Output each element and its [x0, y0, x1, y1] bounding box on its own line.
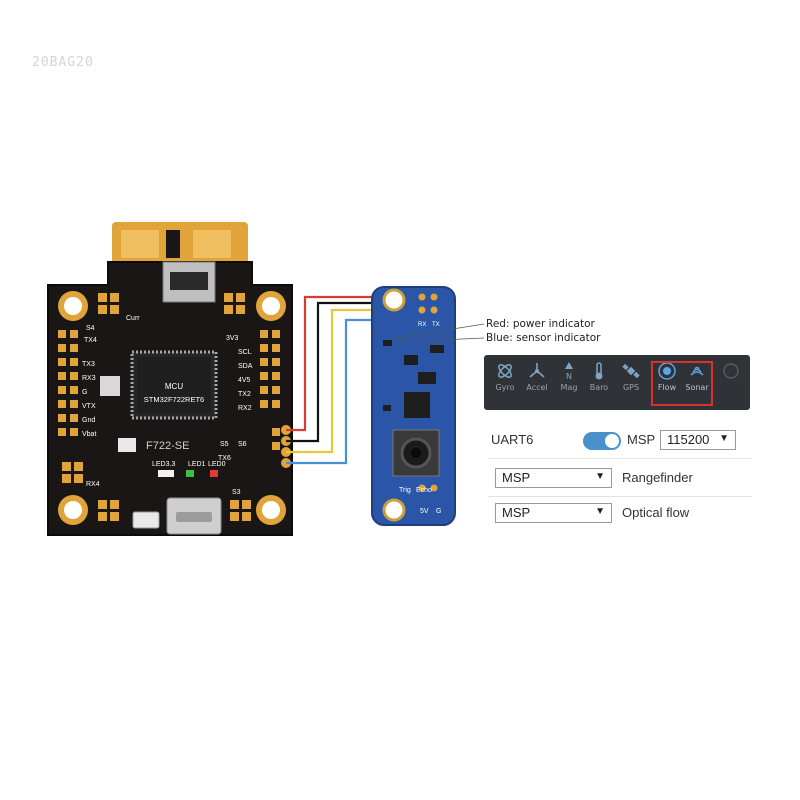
uart-label: UART6 [491, 432, 534, 447]
sensor-label: GPS [622, 383, 640, 392]
pin-label: SDA [238, 363, 253, 370]
sensor-sonar[interactable]: Sonar [682, 359, 712, 405]
sensor-gps[interactable]: GPS [616, 359, 646, 405]
rangefinder-label: Rangefinder [622, 470, 693, 485]
circle-icon [723, 363, 739, 379]
pin-label: 3V3 [226, 335, 239, 342]
baud-rate-value: 115200 [667, 432, 710, 447]
gps-icon [622, 363, 640, 379]
pin-label: TX2 [238, 391, 251, 398]
sonar-icon [690, 366, 704, 376]
sensor-label: Mag [560, 383, 578, 392]
msp-toggle[interactable] [583, 432, 621, 450]
sensor-flow[interactable]: Flow [652, 359, 682, 405]
pin-label: Gnd [82, 417, 95, 424]
chevron-down-icon: ▼ [595, 471, 605, 482]
sensor-extra [716, 359, 746, 405]
camera-sensor [392, 429, 440, 477]
sensor-label: Sonar [685, 383, 709, 392]
accel-icon [529, 363, 545, 378]
svg-text:N: N [566, 372, 572, 381]
module-pin-label: RX [418, 322, 426, 328]
pin-label: G [82, 389, 87, 396]
pin-label: Curr [126, 315, 140, 322]
sensor-indicator-note: Blue: sensor indicator [486, 332, 601, 344]
mcu-chip [130, 350, 218, 420]
pin-label: S5 [220, 441, 229, 448]
mag-icon: N [565, 362, 573, 381]
wire-red [286, 295, 420, 432]
pin-label: RX3 [82, 375, 96, 382]
mcu-label: MCU [165, 382, 183, 391]
pin-label: Vbat [82, 431, 96, 438]
led-label: LED3.3 [152, 461, 175, 468]
msp-label: MSP [627, 432, 656, 447]
battery-pads [112, 222, 248, 266]
watermark: 20BAG20 [32, 55, 94, 70]
chevron-down-icon: ▼ [595, 506, 605, 517]
optical-flow-value: MSP [502, 505, 531, 520]
module-pin-label: 5V [420, 508, 429, 515]
pin-label: 4V5 [238, 377, 251, 384]
wire-black [286, 301, 420, 443]
pin-label: TX3 [82, 361, 95, 368]
module-pin-label: Echo [416, 487, 432, 494]
right-pad-grid [260, 330, 280, 450]
flow-icon [658, 362, 676, 380]
mount-hole [58, 291, 286, 525]
sensor-toolbar: Gyro Accel N Mag Baro GPS [484, 355, 750, 410]
led-label: LED0 [208, 461, 226, 468]
led-label: LED1 [188, 461, 206, 468]
usb-port [166, 497, 222, 535]
pin-label: TX6 [218, 455, 231, 462]
mcu-part-label: STM32F722RET6 [144, 395, 204, 404]
power-indicator-note: Red: power indicator [486, 318, 595, 330]
baud-rate-select[interactable]: 115200 ▼ [660, 430, 736, 450]
sensor-gyro[interactable]: Gyro [490, 359, 520, 405]
flow-sonar-highlight [651, 361, 713, 406]
divider [488, 458, 752, 459]
module-pin-label: G [436, 508, 441, 515]
divider [488, 496, 752, 497]
pin-label: RX4 [86, 481, 100, 488]
module-pin-label: Trig [399, 487, 411, 494]
gyro-icon [498, 364, 512, 378]
pin-label: SCL [238, 349, 252, 356]
sensor-label: Accel [526, 383, 548, 392]
pin-label: S3 [232, 489, 241, 496]
pin-label: TX4 [84, 337, 97, 344]
pin-label: VTX [82, 403, 96, 410]
motor-pads [62, 293, 251, 521]
rangefinder-value: MSP [502, 470, 531, 485]
sensor-label: Flow [657, 383, 677, 392]
sensor-baro[interactable]: Baro [584, 359, 614, 405]
module-header-pins [418, 293, 438, 492]
sensor-accel[interactable]: Accel [522, 359, 552, 405]
module-pin-label: TX [432, 322, 440, 328]
sensor-label: Baro [589, 383, 609, 392]
left-pad-grid [58, 330, 78, 436]
rangefinder-select[interactable]: MSP ▼ [495, 468, 612, 488]
optical-flow-label: Optical flow [622, 505, 690, 520]
board-model-label: F722-SE [146, 440, 189, 452]
sensor-mag[interactable]: N Mag [554, 359, 584, 405]
pin-label: S4 [86, 325, 95, 332]
module-components [383, 340, 444, 418]
chevron-down-icon: ▼ [719, 433, 729, 444]
optical-flow-select[interactable]: MSP ▼ [495, 503, 612, 523]
sensor-label: Gyro [495, 383, 515, 392]
pin-label: RX2 [238, 405, 252, 412]
pin-label: S6 [238, 441, 247, 448]
baro-icon [595, 362, 603, 380]
